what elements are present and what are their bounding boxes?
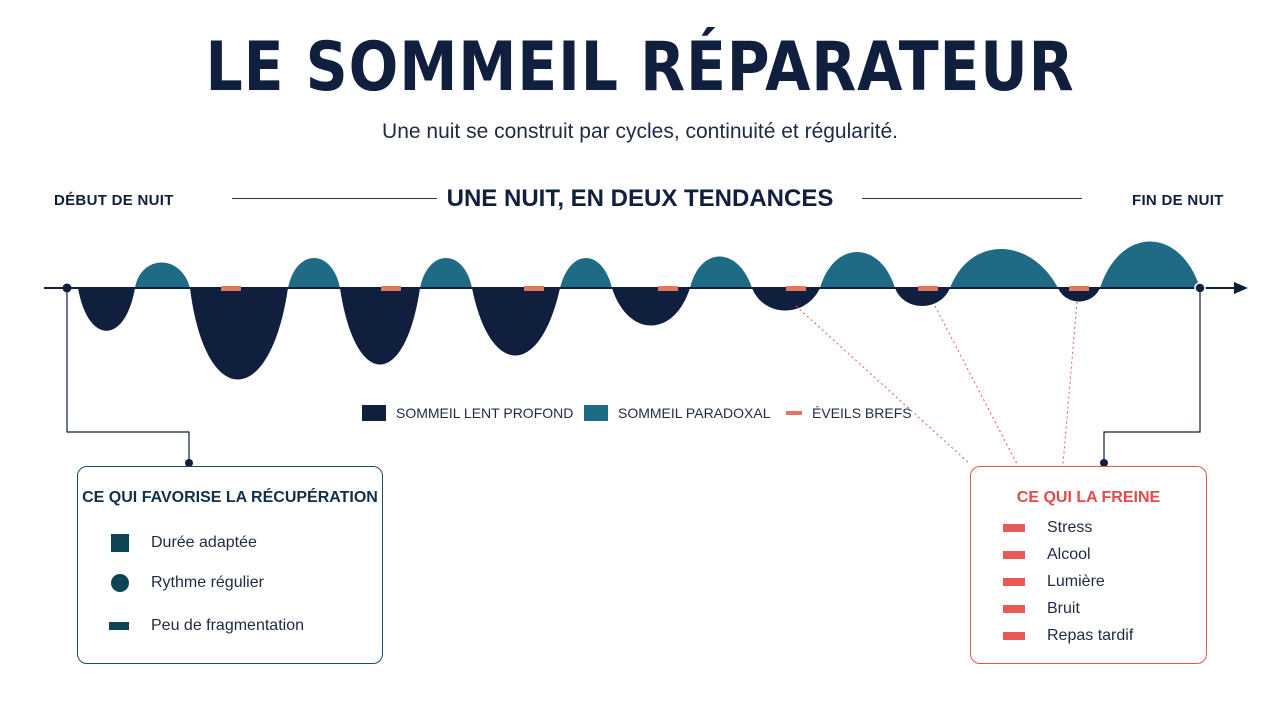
rem-wave [820, 252, 895, 288]
legend-wake: ÉVEILS BREFS [786, 405, 912, 421]
deep-sleep-wave [612, 288, 690, 326]
legend-rem-label: SOMMEIL PARADOXAL [618, 405, 771, 421]
good-item: Peu de fragmentation [109, 617, 304, 635]
page-title: LE SOMMEIL RÉPARATEUR [205, 28, 1075, 107]
rem-wave [560, 258, 612, 288]
axis-arrow-icon [1234, 282, 1248, 294]
bad-item: Stress [1003, 519, 1092, 537]
good-item: Durée adaptée [111, 534, 257, 552]
connector-end-dot [1100, 459, 1108, 467]
legend-deep: SOMMEIL LENT PROFOND [362, 405, 573, 421]
rem-wave [950, 249, 1058, 288]
end-label: FIN DE NUIT [1132, 192, 1224, 209]
deep-sleep-wave [752, 288, 820, 311]
bad-factors-card: CE QUI LA FREINE Stress Alcool Lumière B… [970, 466, 1207, 664]
awakening-mark [524, 286, 544, 291]
rem-sleep-swatch [584, 405, 608, 421]
connector-end [1103, 288, 1201, 463]
rem-wave [288, 258, 340, 288]
bad-item: Alcool [1003, 546, 1091, 564]
deep-sleep-wave [190, 288, 288, 380]
bar-icon [109, 622, 129, 630]
deep-sleep-wave [895, 288, 950, 306]
good-card-title: CE QUI FAVORISE LA RÉCUPÉRATION [82, 489, 378, 506]
legend-wake-label: ÉVEILS BREFS [812, 405, 912, 421]
disruption-links [795, 301, 1078, 465]
deep-sleep-wave [78, 288, 135, 331]
dash-icon [1003, 524, 1025, 532]
awakening-mark [658, 286, 678, 291]
rem-waves [135, 241, 1200, 288]
brief-awakenings [221, 286, 1089, 291]
bad-item: Repas tardif [1003, 627, 1133, 645]
legend-rem: SOMMEIL PARADOXAL [584, 405, 770, 421]
dash-icon [1003, 632, 1025, 640]
dash-icon [1003, 578, 1025, 586]
page-subtitle: Une nuit se construit par cycles, contin… [382, 120, 898, 143]
deep-sleep-wave [340, 288, 420, 365]
awakening-mark [381, 286, 401, 291]
dash-icon [1003, 551, 1025, 559]
title-rule-left [232, 198, 437, 199]
good-item: Rythme régulier [111, 574, 264, 592]
connector-start [66, 288, 190, 463]
deep-sleep-swatch [362, 405, 386, 421]
start-label: DÉBUT DE NUIT [54, 192, 174, 209]
connector-start-dot [185, 459, 193, 467]
awakening-swatch [786, 411, 802, 415]
good-factors-card: CE QUI FAVORISE LA RÉCUPÉRATION Durée ad… [77, 466, 383, 664]
awakening-mark [221, 286, 241, 291]
deep-sleep-waves [78, 288, 1100, 380]
legend-deep-label: SOMMEIL LENT PROFOND [396, 405, 574, 421]
awakening-mark [918, 286, 938, 291]
rem-wave [420, 258, 472, 288]
square-icon [111, 534, 129, 552]
deep-sleep-wave [1058, 288, 1100, 302]
rem-wave [690, 256, 752, 288]
circle-icon [111, 574, 129, 592]
bad-card-title: CE QUI LA FREINE [1016, 489, 1161, 506]
bad-item: Lumière [1003, 573, 1105, 591]
awakening-mark [1069, 286, 1089, 291]
bad-item: Bruit [1003, 600, 1080, 618]
awakening-mark [786, 286, 806, 291]
rem-wave [1100, 241, 1200, 288]
dash-icon [1003, 605, 1025, 613]
deep-sleep-wave [472, 288, 560, 356]
timeline-heading: UNE NUIT, EN DEUX TENDANCES [446, 185, 834, 212]
rem-wave [135, 262, 190, 288]
title-rule-right [862, 198, 1082, 199]
